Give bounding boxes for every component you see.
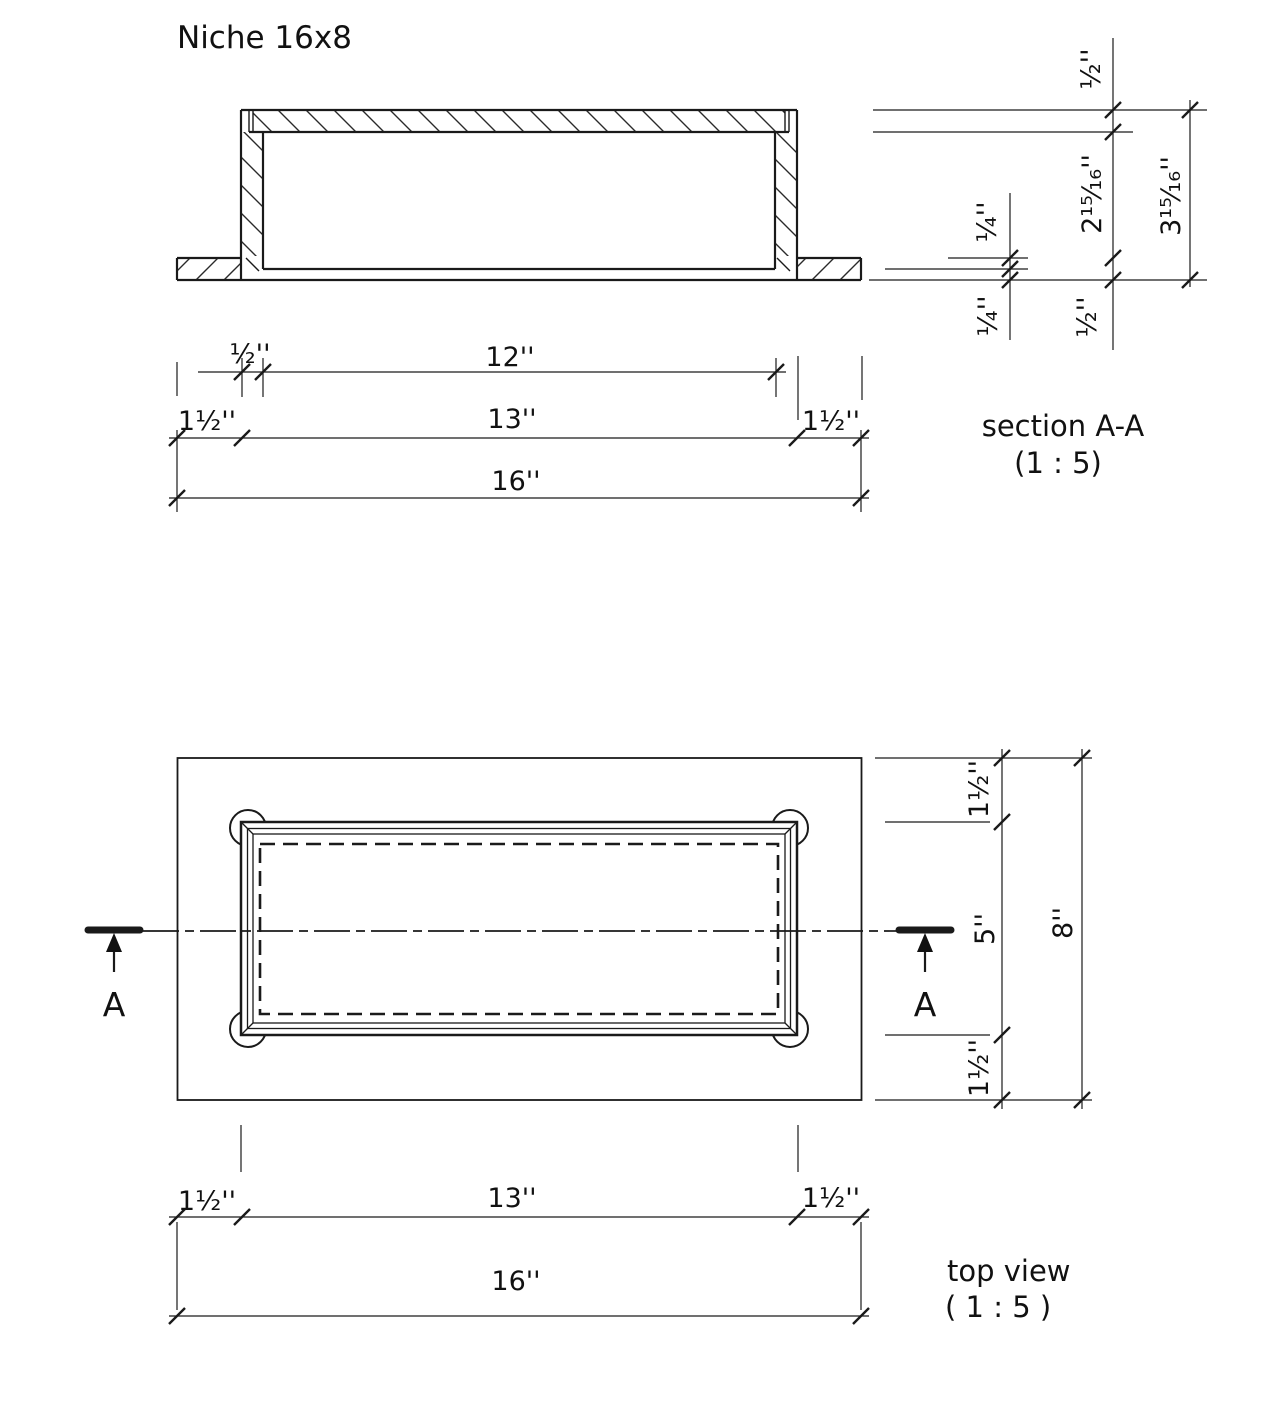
dim-top-slab: ½'' — [1076, 48, 1107, 89]
section-view — [175, 108, 863, 282]
dim-inner-width: 12'' — [485, 342, 534, 373]
dim-opening-height: 5'' — [970, 913, 1001, 945]
hidden-floor-edge — [258, 842, 780, 1016]
right-wall-hatch — [775, 132, 797, 256]
dim-wall-right: 1½'' — [802, 406, 860, 437]
top-view-caption: top view ( 1 : 5 ) — [945, 1254, 1071, 1324]
top-view-caption-line1: top view — [947, 1254, 1071, 1288]
top-view: A A — [84, 757, 955, 1101]
dim-margin-left: 1½'' — [178, 1186, 236, 1217]
section-hatching — [177, 110, 861, 280]
section-extension-lines — [869, 38, 1207, 350]
dim-base-plate: ½'' — [1072, 296, 1103, 337]
dim-floor-lower: ¼'' — [973, 295, 1004, 336]
top-view-bottom-dim-ticks — [168, 1208, 870, 1325]
section-bottom-dim-ticks — [168, 363, 870, 507]
top-view-bottom-extension-lines — [169, 1125, 869, 1317]
top-slab-hatch — [253, 110, 785, 132]
dim-wall-left: 1½'' — [178, 406, 236, 437]
arrow-up-icon — [917, 933, 933, 952]
arrow-up-icon — [106, 933, 122, 952]
dim-floor-upper: ¼'' — [972, 201, 1003, 242]
left-flange-hatch — [177, 258, 241, 280]
top-view-dimensions-right: 1½'' 5'' 1½'' 8'' — [875, 749, 1092, 1109]
mitre-joints — [240, 821, 798, 1036]
dim-margin-right: 1½'' — [802, 1183, 860, 1214]
dim-lip: ½'' — [229, 339, 270, 370]
cut-label-right: A — [914, 985, 937, 1024]
cut-marker-left — [84, 926, 144, 972]
left-wall-hatch — [241, 132, 263, 256]
dim-margin-bottom: 1½'' — [964, 1039, 995, 1097]
dim-overall-width-top: 16'' — [491, 1266, 540, 1297]
section-cut-line — [84, 926, 955, 972]
section-caption-line1: section A-A — [982, 409, 1145, 443]
section-dimensions-right: ¼'' ¼'' ½'' 2¹⁵⁄₁₆'' ½'' 3¹⁵⁄₁₆'' — [869, 38, 1207, 350]
dim-overall-height-top: 8'' — [1048, 907, 1079, 939]
niche-frame — [239, 820, 799, 1037]
cut-marker-right — [895, 926, 955, 972]
section-outline — [175, 108, 863, 282]
section-dimensions-bottom: ½'' 12'' 1½'' 13'' 1½'' 16'' — [168, 339, 870, 512]
section-bottom-extension-lines — [169, 356, 869, 512]
dim-opening-width-section: 13'' — [487, 404, 536, 435]
dim-opening-width-top: 13'' — [487, 1183, 536, 1214]
dim-overall-width-section: 16'' — [491, 466, 540, 497]
cut-label-left: A — [103, 985, 126, 1024]
top-view-right-extension-lines — [875, 749, 1092, 1109]
section-caption-line2: (1 : 5) — [1014, 446, 1102, 480]
top-view-caption-line2: ( 1 : 5 ) — [945, 1290, 1051, 1324]
dim-overall-height: 3¹⁵⁄₁₆'' — [1156, 156, 1187, 236]
section-dim-ticks — [1001, 101, 1199, 289]
right-flange-hatch — [797, 258, 861, 280]
dim-margin-top: 1½'' — [964, 760, 995, 818]
dim-cavity-depth: 2¹⁵⁄₁₆'' — [1077, 154, 1108, 234]
top-view-right-dim-ticks — [993, 749, 1091, 1109]
top-view-dimensions-bottom: 1½'' 13'' 1½'' 16'' — [168, 1125, 870, 1325]
page-title: Niche 16x8 — [177, 20, 352, 56]
section-caption: section A-A (1 : 5) — [982, 409, 1145, 480]
